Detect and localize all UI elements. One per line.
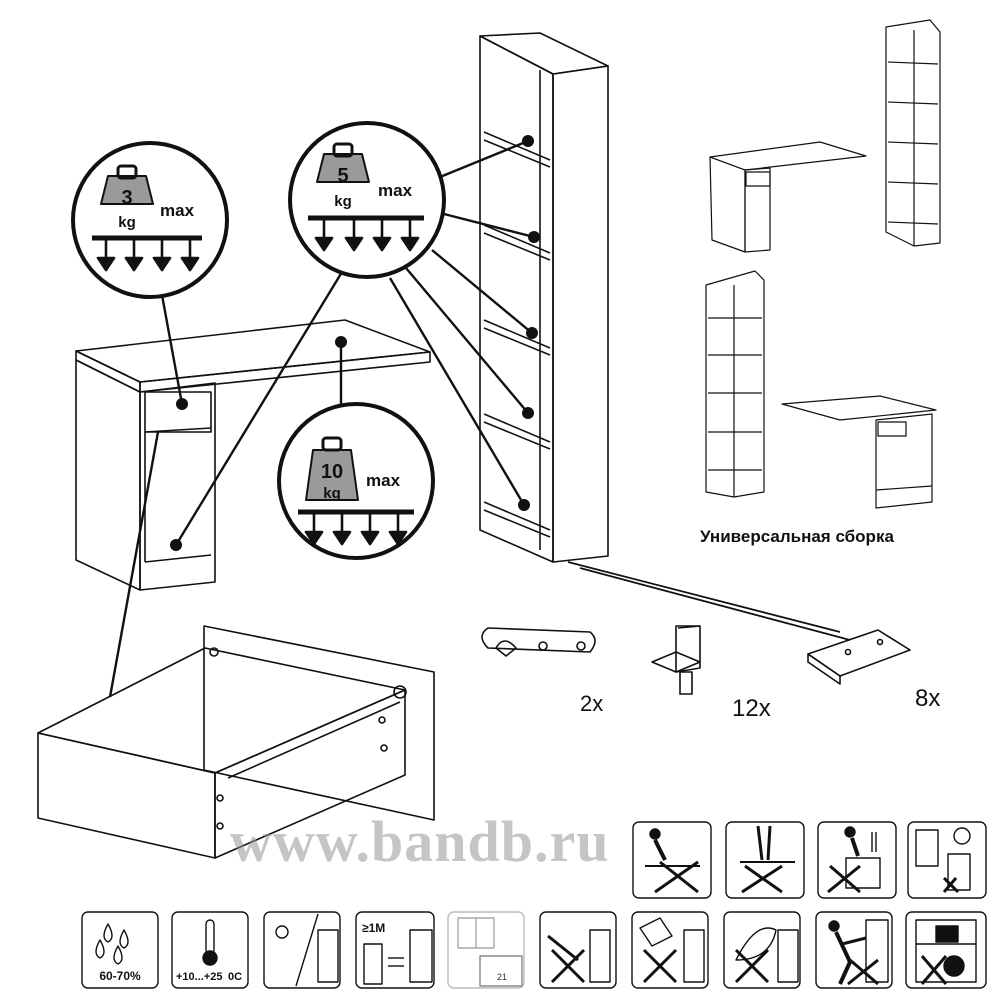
weight-icon-3kg — [92, 164, 202, 272]
badge-3kg-unit: kg — [118, 214, 136, 231]
assembly-caption: Универсальная сборка — [700, 527, 894, 546]
hardware-foot-pad — [807, 629, 911, 685]
no-direct-sunlight-icon — [263, 911, 341, 989]
badge-3kg-weight: 3 — [121, 187, 132, 209]
badge-5kg-weight: 5 — [337, 165, 348, 187]
care-icons-bottom — [81, 911, 987, 989]
badge-5kg-max: max — [378, 181, 413, 200]
badge-10kg-weight: 10 — [321, 461, 343, 483]
badge-5kg-circle — [288, 121, 446, 279]
drawer-detail — [37, 625, 435, 859]
weight-icon-10kg — [298, 436, 414, 546]
watermark: www.bandb.ru — [230, 809, 610, 874]
no-wet-cleaning-icon — [723, 911, 801, 989]
no-pushing-icon — [815, 911, 893, 989]
badge-3kg-circle — [71, 141, 229, 299]
distance-label: ≥1M — [362, 921, 385, 935]
bookcase-drawing — [479, 32, 609, 563]
badge-5kg-unit: kg — [334, 193, 352, 210]
assembly-config-2 — [705, 270, 937, 509]
room-placement-icon — [447, 911, 525, 989]
temperature-icon — [171, 911, 249, 989]
temperature-label: +10...+25 — [176, 971, 223, 983]
badge-10kg-max: max — [366, 471, 401, 490]
badge-3kg-max: max — [160, 201, 195, 220]
qty-shelf-support: 12x — [732, 695, 771, 722]
no-heavy-load-icon — [905, 911, 987, 989]
desk-drawing — [75, 319, 431, 591]
weight-icon-5kg — [308, 142, 424, 252]
hardware-arrows — [567, 561, 851, 641]
care-icons-top — [632, 821, 987, 899]
qty-foot-pad: 8x — [915, 685, 940, 712]
no-sit-on-desk-icon — [632, 821, 712, 899]
no-axe-icon — [539, 911, 617, 989]
grid-number: 21 — [497, 972, 507, 982]
temperature-unit: 0C — [228, 971, 242, 983]
no-climb-icon — [817, 821, 897, 899]
hardware-mounting-plate — [481, 627, 596, 657]
leader-lines — [108, 139, 535, 698]
no-chemicals-icon — [631, 911, 709, 989]
no-stand-on-desk-icon — [725, 821, 805, 899]
humidity-label: 60-70% — [99, 969, 141, 983]
leader-dots — [170, 135, 540, 551]
humidity-icon — [81, 911, 159, 989]
assembly-config-1 — [709, 19, 941, 253]
badge-10kg-unit: kg — [323, 485, 341, 502]
hardware-shelf-support — [651, 625, 701, 695]
qty-mounting-plate: 2x — [580, 691, 603, 716]
distance-from-heater-icon — [355, 911, 435, 989]
wall-mount-icon — [907, 821, 987, 899]
